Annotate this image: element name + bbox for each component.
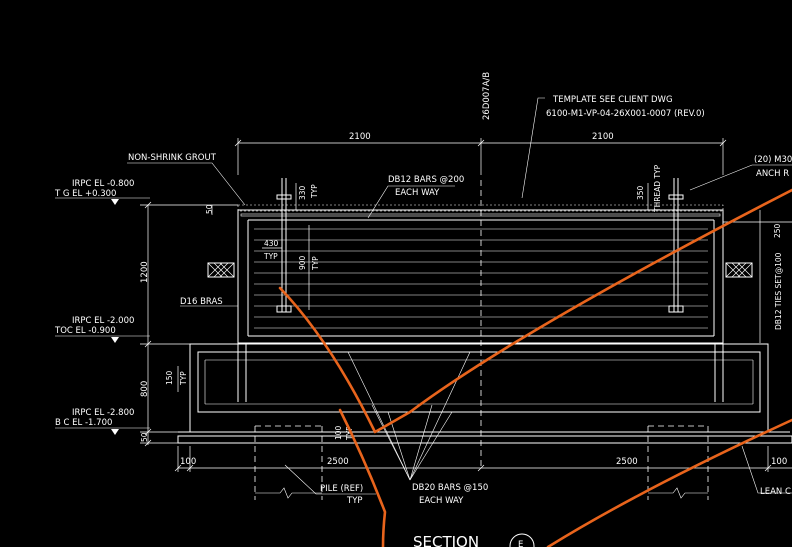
typ-900: TYP xyxy=(311,256,320,271)
dim-350: 350 xyxy=(636,185,645,200)
dim-430: 430 xyxy=(264,239,279,248)
lean-leader xyxy=(741,445,792,494)
lean-c-label: LEAN C xyxy=(760,487,791,497)
each-way-bot-label: EACH WAY xyxy=(419,496,464,506)
top-dimension-lines xyxy=(234,138,727,175)
dim-right-top: 2100 xyxy=(592,132,614,142)
typ-430: TYP xyxy=(263,252,278,261)
left-dimension-chain xyxy=(140,201,238,447)
dim-150: 150 xyxy=(165,370,174,385)
template-leader xyxy=(521,97,545,199)
dim-100-left: 100 xyxy=(180,457,196,467)
typ-1: TYP xyxy=(310,184,319,199)
db20-bars-label: DB20 BARS @150 xyxy=(412,483,488,493)
pile-typ-label: TYP xyxy=(346,496,363,506)
orange-markup-line-3 xyxy=(546,418,792,547)
db20-leaders xyxy=(347,351,471,481)
dim-1200: 1200 xyxy=(140,261,150,283)
dim-900: 900 xyxy=(298,255,307,270)
elevation-marker-top xyxy=(55,197,150,205)
dim-250: 250 xyxy=(773,223,782,238)
section-title: SECTION xyxy=(413,533,479,547)
dim-2500-left: 2500 xyxy=(327,457,349,467)
tg-el-label: T G EL +0.300 xyxy=(54,189,116,199)
piles xyxy=(254,425,709,500)
gridline-label: 26D007A/B xyxy=(482,72,492,120)
anchor-bolt-right xyxy=(668,178,684,313)
lean-concrete xyxy=(177,431,792,444)
orange-markup-line-1 xyxy=(278,188,792,434)
irpc-bot-label: IRPC EL -2.800 xyxy=(72,408,134,418)
db12-ties: DB12 TIES SET@100 xyxy=(774,252,783,330)
orange-markup-line-2 xyxy=(338,408,387,547)
anchor-leader xyxy=(689,164,792,191)
hatch-left xyxy=(207,262,235,278)
dim-800: 800 xyxy=(140,381,150,397)
irpc-mid-label: IRPC EL -2.000 xyxy=(72,316,134,326)
dim-50b: 50 xyxy=(140,432,149,442)
section-mark-circle xyxy=(509,533,535,547)
thread-typ: THREAD TYP xyxy=(653,164,662,213)
grout-leader xyxy=(127,162,246,206)
anchor-bolts-2: ANCH R xyxy=(756,169,789,179)
dim-50: 50 xyxy=(205,204,214,214)
dim-330: 330 xyxy=(298,185,307,200)
hatch-right xyxy=(725,262,753,278)
d16-bars-label: D16 BRAS xyxy=(180,297,223,307)
bc-el-label: B C EL -1.700 xyxy=(55,418,112,428)
elevation-marker-bot xyxy=(55,427,150,435)
dim-left-top: 2100 xyxy=(349,132,371,142)
template-ref: 6100-M1-VP-04-26X001-0007 (REV.0) xyxy=(546,109,705,119)
pedestal xyxy=(237,180,724,470)
each-way-top-label: EACH WAY xyxy=(395,188,440,198)
typ-150: TYP xyxy=(179,371,188,386)
footing xyxy=(189,343,769,433)
toc-el-label: TOC EL -0.900 xyxy=(54,326,116,336)
dim-2500-right: 2500 xyxy=(616,457,638,467)
section-mark: E xyxy=(518,540,523,547)
bottom-dimension-chain xyxy=(174,446,792,472)
dim-100-right: 100 xyxy=(771,457,787,467)
elevation-marker-mid xyxy=(55,335,150,343)
anchor-bolts-1: (20) M30 xyxy=(754,155,792,165)
db12-leader xyxy=(367,185,455,219)
non-shrink-grout-label: NON-SHRINK GROUT xyxy=(128,153,217,163)
irpc-top-label: IRPC EL -0.800 xyxy=(72,179,134,189)
typ-vert: TYP xyxy=(345,426,354,441)
pile-ref-label: PILE (REF) xyxy=(320,484,363,494)
pile-leader xyxy=(284,464,376,495)
template-note: TEMPLATE SEE CLIENT DWG xyxy=(552,95,673,105)
dim-100-vert: 100 xyxy=(334,425,343,440)
db12-bars-label: DB12 BARS @200 xyxy=(388,175,464,185)
